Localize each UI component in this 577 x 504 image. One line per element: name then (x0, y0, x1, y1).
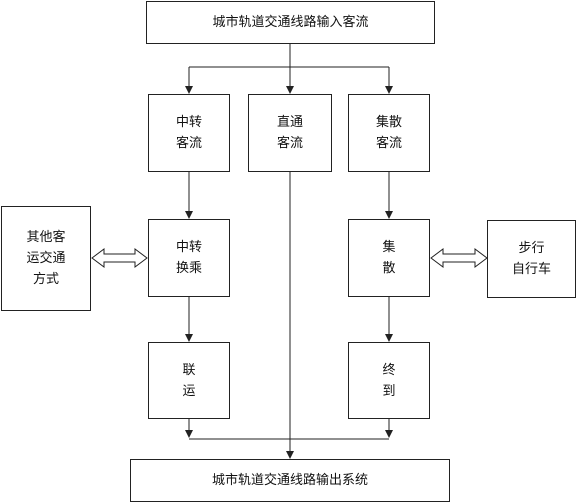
node-collect-flow-label: 集散 客流 (375, 115, 402, 151)
node-input-flow: 城市轨道交通线路输入客流 (146, 1, 435, 44)
node-direct-flow: 直通 客流 (248, 94, 332, 172)
node-transfer: 中转 换乘 (148, 219, 230, 297)
node-walk-bike: 步行 自行车 (487, 220, 576, 298)
node-walk-bike-label: 步行 自行车 (511, 241, 551, 277)
node-transfer-flow: 中转 客流 (148, 94, 230, 172)
node-collect: 集 散 (348, 219, 430, 297)
node-other-modes-label: 其他客 运交通 方式 (26, 230, 66, 287)
node-joint-transport-label: 联 运 (182, 362, 196, 399)
node-collect-flow: 集散 客流 (348, 94, 430, 172)
node-collect-label: 集 散 (382, 240, 396, 276)
node-transfer-flow-label: 中转 客流 (175, 115, 202, 151)
double-arrow-other-modes-transfer (91, 248, 148, 268)
node-other-modes: 其他客 运交通 方式 (1, 206, 91, 311)
node-terminate: 终 到 (348, 342, 430, 419)
node-direct-flow-label: 直通 客流 (276, 115, 303, 151)
node-transfer-label: 中转 换乘 (175, 240, 202, 276)
node-output-system: 城市轨道交通线路输出系统 (130, 459, 450, 502)
node-output-system-label: 城市轨道交通线路输出系统 (211, 473, 368, 488)
double-arrow-collect-walk-bike (430, 248, 488, 268)
node-terminate-label: 终 到 (382, 362, 396, 399)
node-input-flow-label: 城市轨道交通线路输入客流 (212, 15, 369, 30)
node-joint-transport: 联 运 (148, 342, 230, 419)
